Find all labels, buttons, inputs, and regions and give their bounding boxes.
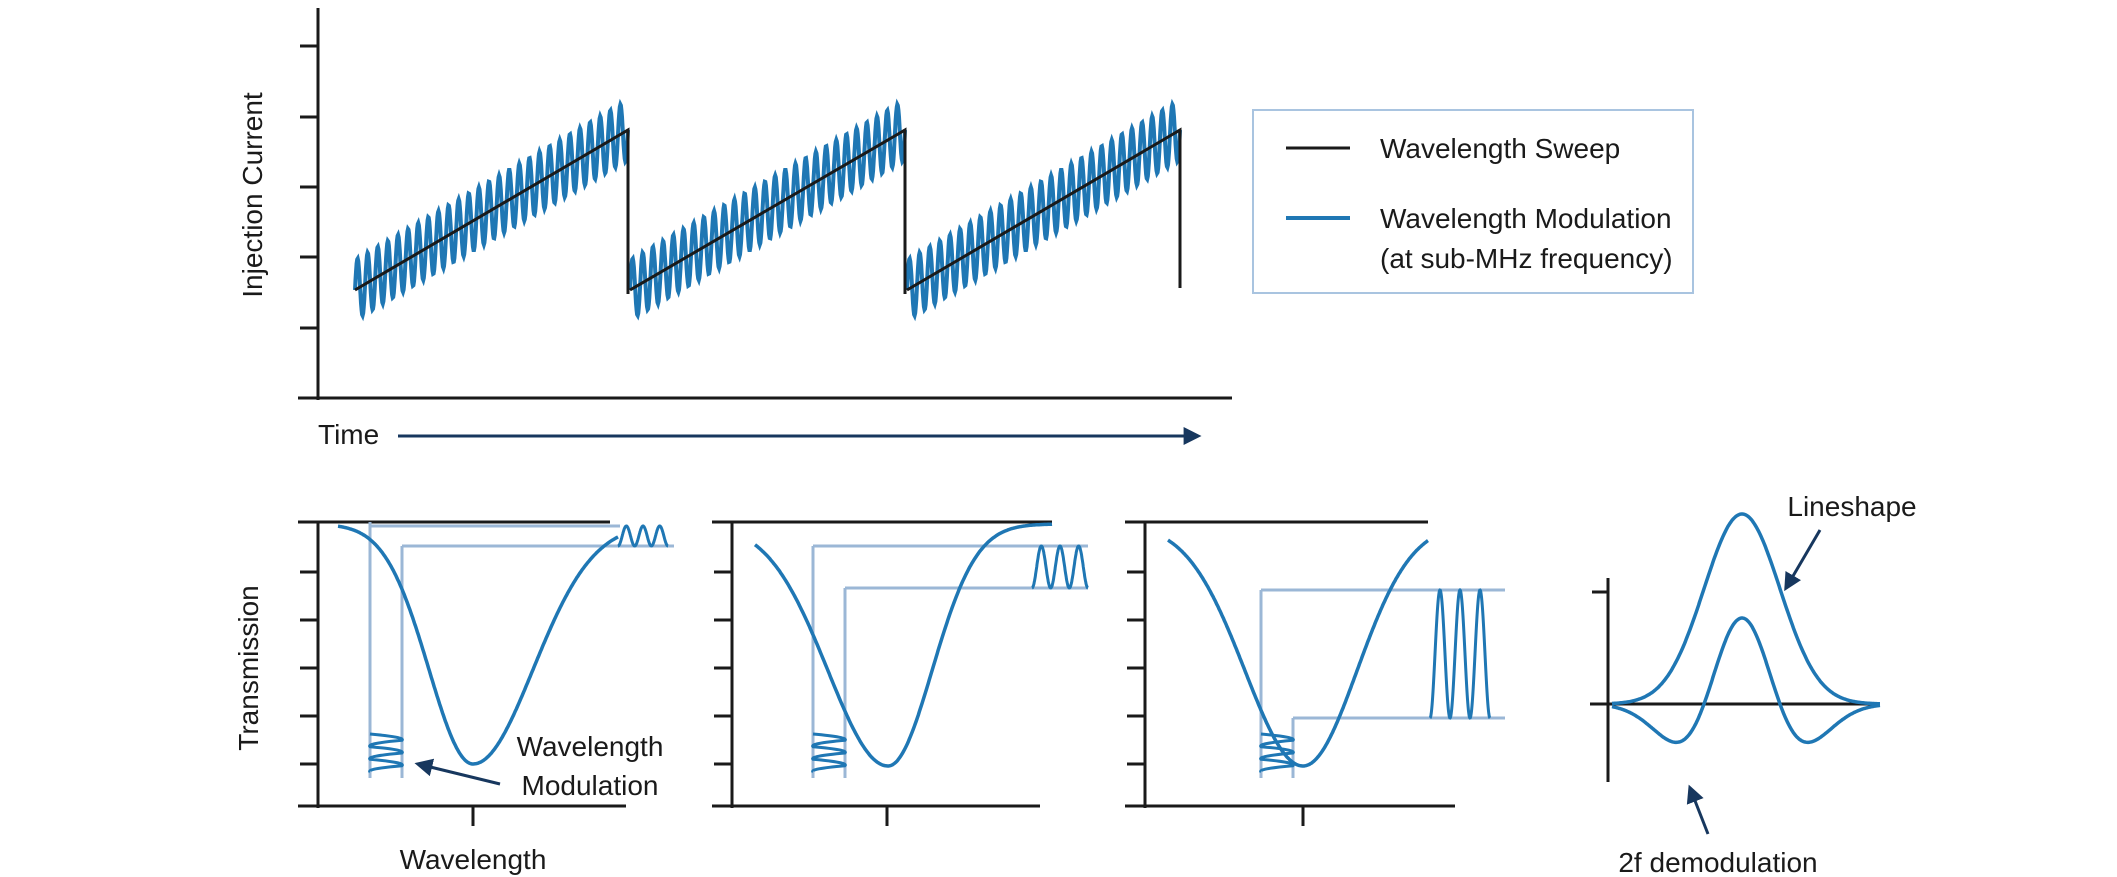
absorption-dip-2	[753, 522, 1053, 768]
time-label: Time	[318, 419, 379, 450]
output-modulation-3	[1428, 587, 1492, 720]
legend-sweep-label: Wavelength Sweep	[1380, 133, 1620, 164]
annotation-wavelength: Wavelength	[517, 731, 664, 762]
transmission-panel-1: Wavelength Modulation Wavelength	[298, 520, 674, 875]
demod-label: 2f demodulation	[1618, 847, 1817, 877]
lineshape-panel: Lineshape 2f demodulation	[1590, 491, 1917, 877]
output-modulation-1	[617, 524, 669, 548]
top-panel: Injection Current Time	[237, 8, 1232, 450]
transmission-panel-3	[1125, 520, 1505, 826]
top-y-ticks	[300, 44, 318, 330]
wavelength-modulation-arrow	[414, 758, 501, 786]
wavelength-label: Wavelength	[400, 844, 547, 875]
wavelength-sweep-line	[354, 127, 1182, 294]
absorption-dip-3	[1167, 538, 1429, 768]
legend-modulation-label-2: (at sub-MHz frequency)	[1380, 243, 1673, 274]
transmission-label: Transmission	[233, 585, 264, 750]
lineshape-arrow	[1784, 529, 1822, 592]
output-modulation-2	[1031, 544, 1089, 590]
input-modulation-3	[1259, 732, 1295, 774]
lineshape-label: Lineshape	[1787, 491, 1916, 522]
demod-arrow	[1686, 784, 1710, 835]
legend: Wavelength Sweep Wavelength Modulation (…	[1252, 109, 1694, 294]
bottom-panels: Transmission	[233, 520, 1505, 875]
absorption-dip-1	[337, 524, 619, 766]
transmission-panel-2	[712, 520, 1089, 826]
lineshape-curve	[1611, 512, 1880, 706]
input-modulation-1	[368, 732, 404, 774]
top-y-label: Injection Current	[237, 92, 268, 298]
legend-modulation-label-1: Wavelength Modulation	[1380, 203, 1672, 234]
input-modulation-2	[811, 732, 847, 774]
2f-demodulation-curve	[1611, 616, 1881, 745]
annotation-modulation: Modulation	[522, 770, 659, 801]
legend-box	[1252, 109, 1694, 294]
